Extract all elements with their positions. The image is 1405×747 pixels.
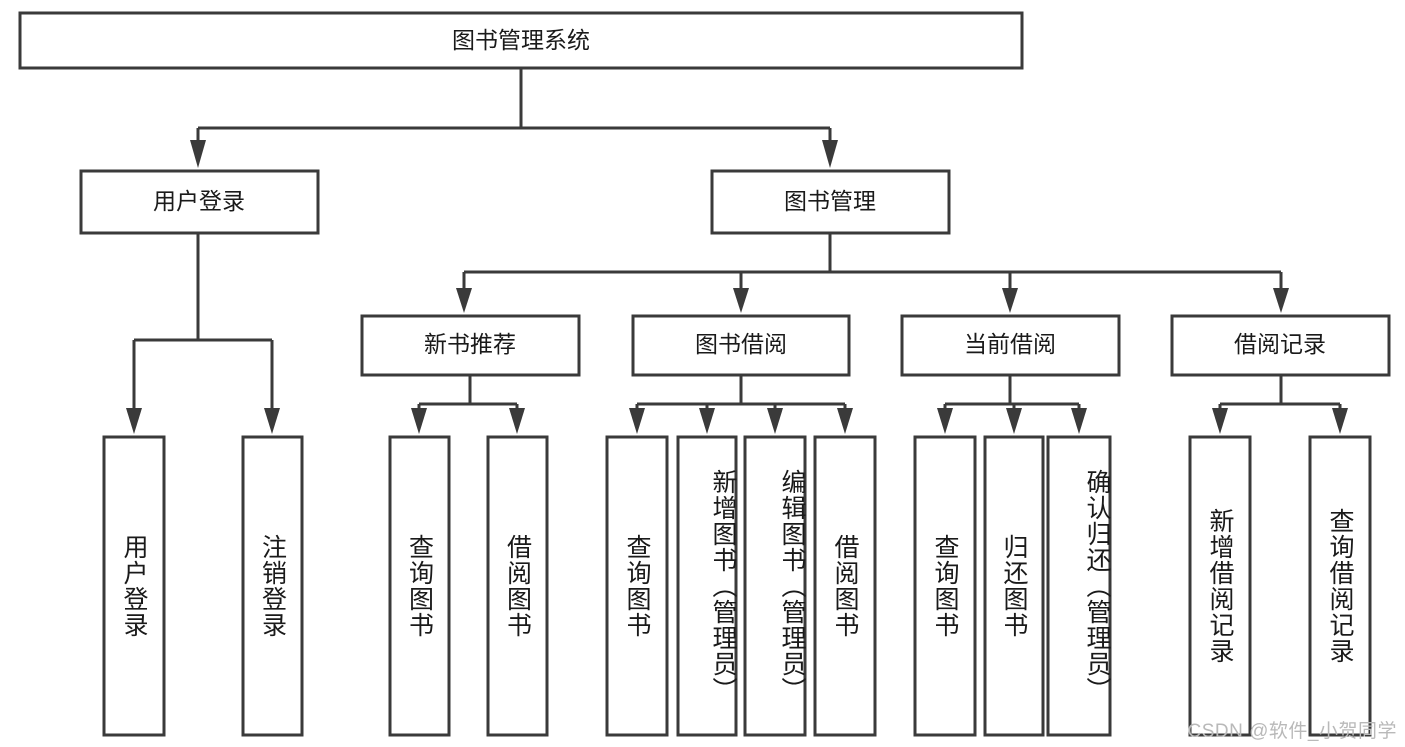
arrow-head-leaf-query-book-3: [937, 408, 953, 434]
arrow-head-leaf-query-book-1: [411, 408, 427, 434]
arrow-head-leaf-confirm-return: [1071, 408, 1087, 434]
node-new-book-rec-box[interactable]: [360, 314, 581, 377]
node-borrow-record[interactable]: 借阅记录: [1170, 314, 1391, 377]
connector-layer: [126, 68, 1348, 434]
node-new-book-rec[interactable]: 新书推荐: [360, 314, 581, 377]
arrow-head-leaf-add-record: [1212, 408, 1228, 434]
node-book-manage-label: 图书管理: [784, 188, 876, 214]
node-new-book-rec-label: 新书推荐: [424, 331, 516, 357]
node-book-borrow-box[interactable]: [631, 314, 851, 377]
arrow-head-current-borrow: [1002, 288, 1018, 313]
arrow-head-new-book-rec: [456, 288, 472, 313]
node-book-manage[interactable]: 图书管理: [710, 169, 951, 235]
node-leaf-edit-book-box[interactable]: [743, 435, 807, 737]
node-user-login[interactable]: 用户登录: [79, 169, 320, 235]
node-leaf-query-book-2-box[interactable]: [605, 435, 669, 737]
arrow-head-book-borrow: [733, 288, 749, 313]
node-borrow-record-box[interactable]: [1170, 314, 1391, 377]
node-leaf-query-book-3-box[interactable]: [913, 435, 977, 737]
watermark: CSDN @软件_小贺同学: [1187, 721, 1397, 742]
arrow-head-leaf-query-record: [1332, 408, 1348, 434]
arrow-head-book-manage: [822, 140, 838, 168]
leaf-box-layer[interactable]: [102, 435, 1372, 737]
node-leaf-confirm-return-box[interactable]: [1046, 435, 1112, 737]
node-book-manage-box[interactable]: [710, 169, 951, 235]
node-current-borrow-box[interactable]: [900, 314, 1121, 377]
node-current-borrow-label: 当前借阅: [964, 331, 1056, 357]
node-book-borrow[interactable]: 图书借阅: [631, 314, 851, 377]
node-user-login-box[interactable]: [79, 169, 320, 235]
arrow-head-leaf-logout: [264, 408, 280, 434]
arrow-head-borrow-record: [1273, 288, 1289, 313]
node-leaf-borrow-book-1-box[interactable]: [486, 435, 549, 737]
arrow-head-user-login: [190, 140, 206, 168]
arrow-head-leaf-add-book: [699, 408, 715, 434]
node-leaf-query-book-1-box[interactable]: [388, 435, 451, 737]
node-leaf-logout-box[interactable]: [241, 435, 304, 737]
arrow-head-leaf-query-book-2: [629, 408, 645, 434]
arrow-head-leaf-edit-book: [767, 408, 783, 434]
arrow-head-leaf-borrow-book-1: [509, 408, 525, 434]
arrow-head-leaf-borrow-book-2: [837, 408, 853, 434]
node-user-login-label: 用户登录: [153, 188, 245, 214]
node-root-box[interactable]: [18, 11, 1024, 70]
node-root-label: 图书管理系统: [452, 27, 590, 53]
node-leaf-add-record-box[interactable]: [1188, 435, 1252, 737]
arrow-head-leaf-return-book: [1006, 408, 1022, 434]
node-leaf-add-book-box[interactable]: [676, 435, 738, 737]
arrow-head-leaf-user-login: [126, 408, 142, 434]
node-current-borrow[interactable]: 当前借阅: [900, 314, 1121, 377]
node-leaf-query-record-box[interactable]: [1308, 435, 1372, 737]
node-borrow-record-label: 借阅记录: [1234, 331, 1326, 357]
node-leaf-user-login-box[interactable]: [102, 435, 166, 737]
node-root[interactable]: 图书管理系统: [18, 11, 1024, 70]
node-leaf-return-book-box[interactable]: [983, 435, 1045, 737]
node-book-borrow-label: 图书借阅: [695, 331, 787, 357]
node-leaf-borrow-book-2-box[interactable]: [813, 435, 877, 737]
